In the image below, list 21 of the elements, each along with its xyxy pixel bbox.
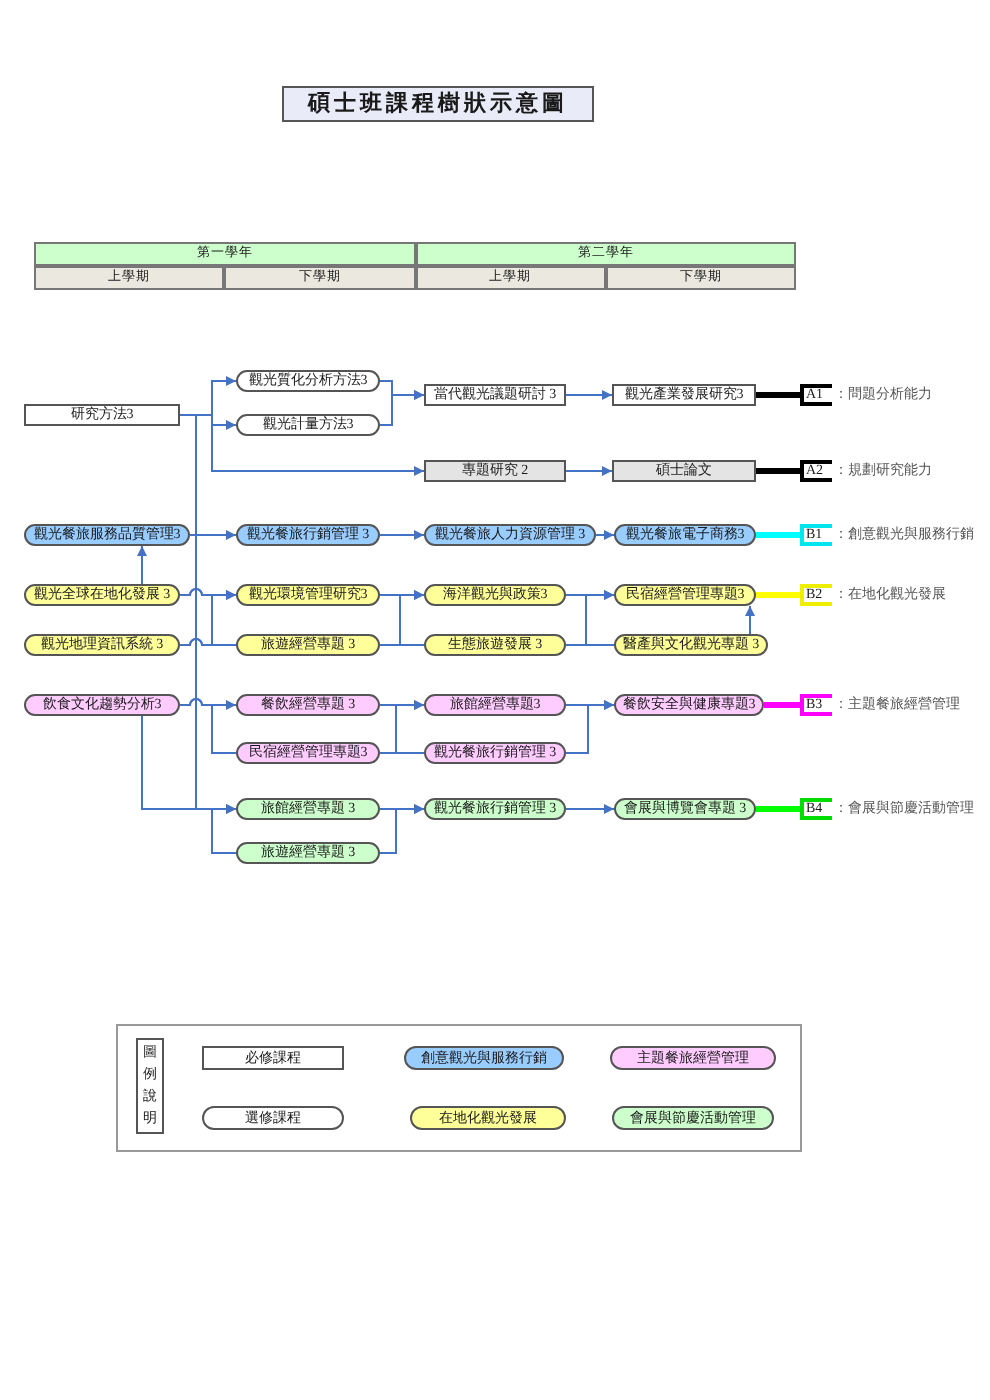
- connector-line: [756, 468, 800, 474]
- connector-line: [756, 592, 800, 598]
- arrow: [565, 466, 613, 476]
- arrow: [595, 530, 615, 540]
- arrow: [379, 530, 425, 540]
- connector-line: [756, 532, 800, 538]
- connector-line: [379, 752, 425, 754]
- arrow: [379, 804, 425, 854]
- connector-line: [179, 638, 237, 646]
- arrow: [189, 530, 237, 540]
- connector-line: [756, 392, 800, 398]
- connector-line: [764, 702, 800, 708]
- connector-line: [179, 698, 237, 754]
- arrow: [137, 545, 147, 585]
- title-box: 碩士班課程樹狀示意圖: [282, 86, 594, 122]
- arrow: [565, 390, 613, 400]
- arrow: [565, 804, 615, 814]
- arrow: [565, 700, 615, 754]
- connector-line: [756, 806, 800, 812]
- arrow: [745, 605, 755, 635]
- arrow: [379, 390, 425, 426]
